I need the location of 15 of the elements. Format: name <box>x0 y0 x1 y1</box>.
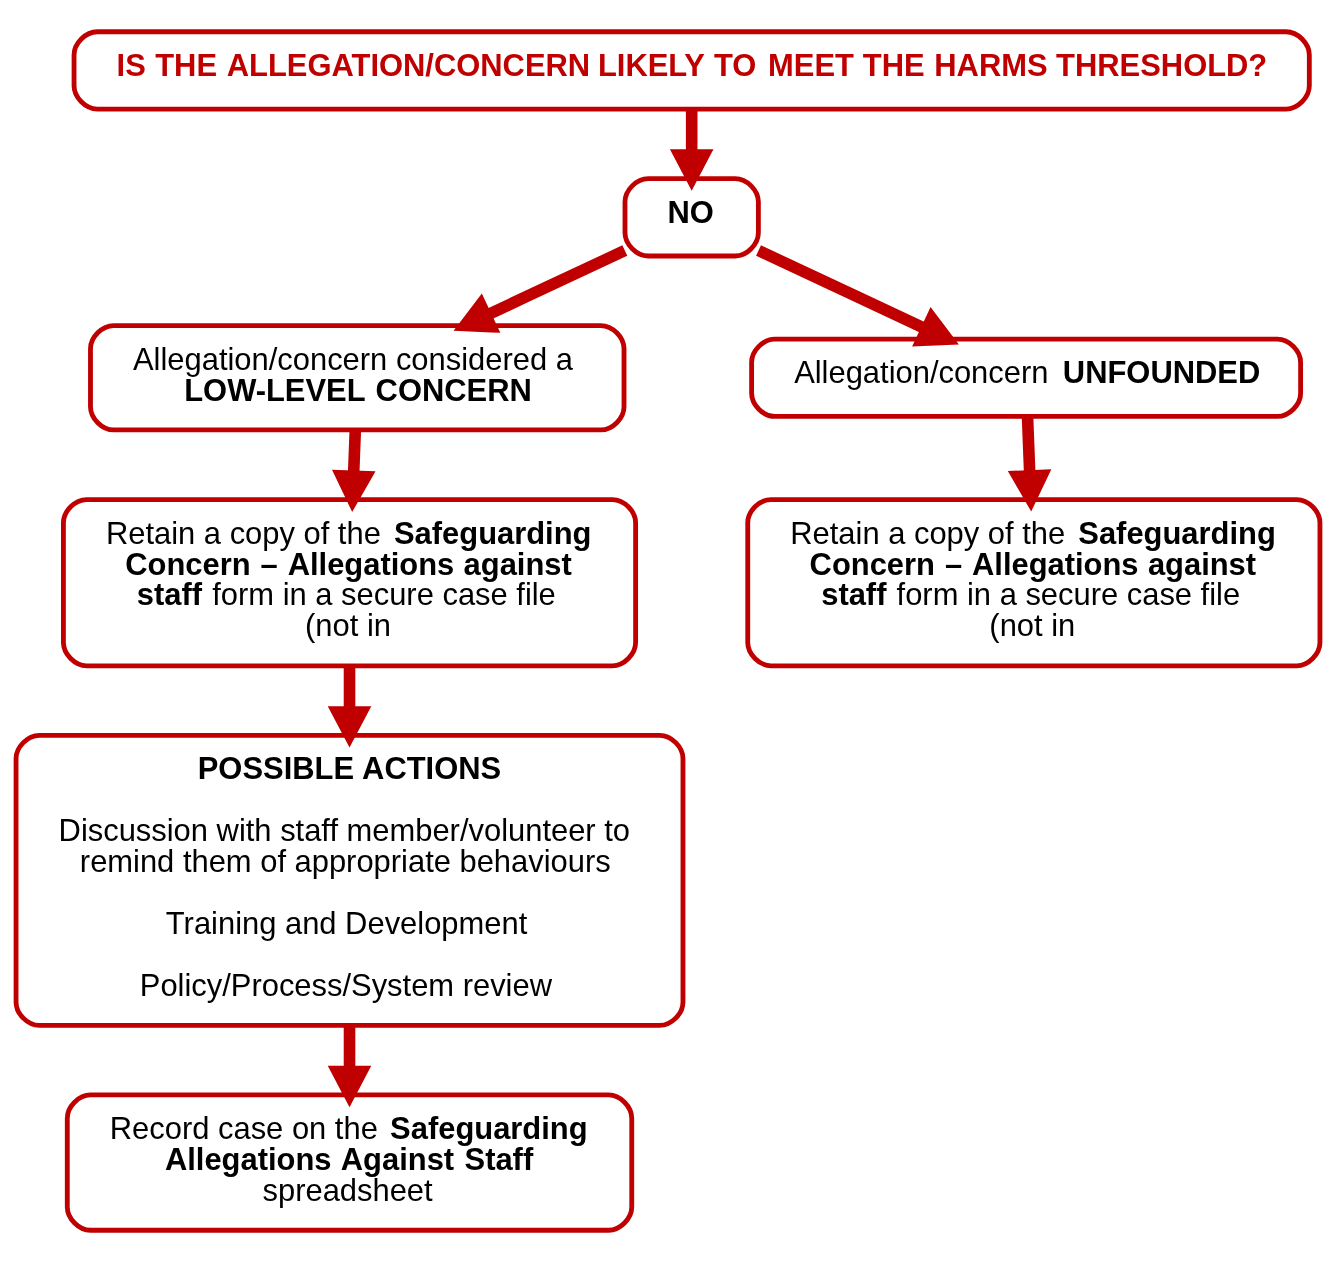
node-box: Record case on the Safeguarding Allegations Against Staff spreadsheet <box>64 1092 635 1233</box>
arrow <box>756 244 959 346</box>
node-box: IS THE ALLEGATION/CONCERN LIKELY TO MEET THE HARMS THRESHOLD? <box>71 28 1312 111</box>
node-box: Retain a copy of the Safeguarding Concern – Allegations against staff form in a secure case file (not in <box>745 496 1323 668</box>
node-box: POSSIBLE ACTIONS Discussion with staff member/volunteer to remind them of appropriate behaviours Training and Development Policy/Process/System review <box>13 732 686 1028</box>
node-box: Allegation/concern considered a LOW-LEVEL CONCERN <box>88 322 627 432</box>
node-box: Retain a copy of the Safeguarding Concern – Allegations against staff form in a secure case file (not in <box>61 496 639 668</box>
arrow <box>327 1025 372 1107</box>
arrow <box>669 108 714 191</box>
node-box: Allegation/concern UNFOUNDED <box>749 336 1304 419</box>
arrow <box>327 665 372 748</box>
node-box: NO <box>622 175 761 258</box>
arrow <box>1007 415 1052 512</box>
arrow <box>332 429 376 512</box>
arrow <box>453 244 628 333</box>
